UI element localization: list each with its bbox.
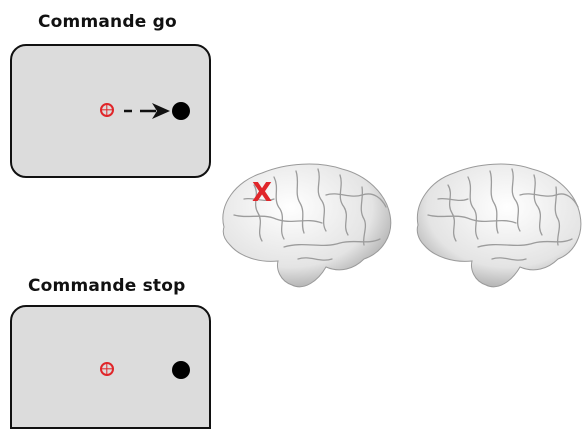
fixation-crosshair-icon — [100, 362, 114, 376]
stop-command-screen — [10, 305, 211, 429]
right-brain-icon — [416, 163, 582, 288]
target-dot-icon — [172, 102, 190, 120]
stimulation-site-marker: X — [252, 178, 273, 208]
target-dot-icon — [172, 361, 190, 379]
go-command-title: Commande go — [38, 12, 177, 32]
left-brain-icon — [222, 163, 392, 288]
dashed-arrow-icon — [124, 103, 170, 119]
fixation-crosshair-icon — [100, 103, 114, 117]
go-command-screen — [10, 44, 211, 178]
stop-command-title: Commande stop — [28, 276, 186, 296]
